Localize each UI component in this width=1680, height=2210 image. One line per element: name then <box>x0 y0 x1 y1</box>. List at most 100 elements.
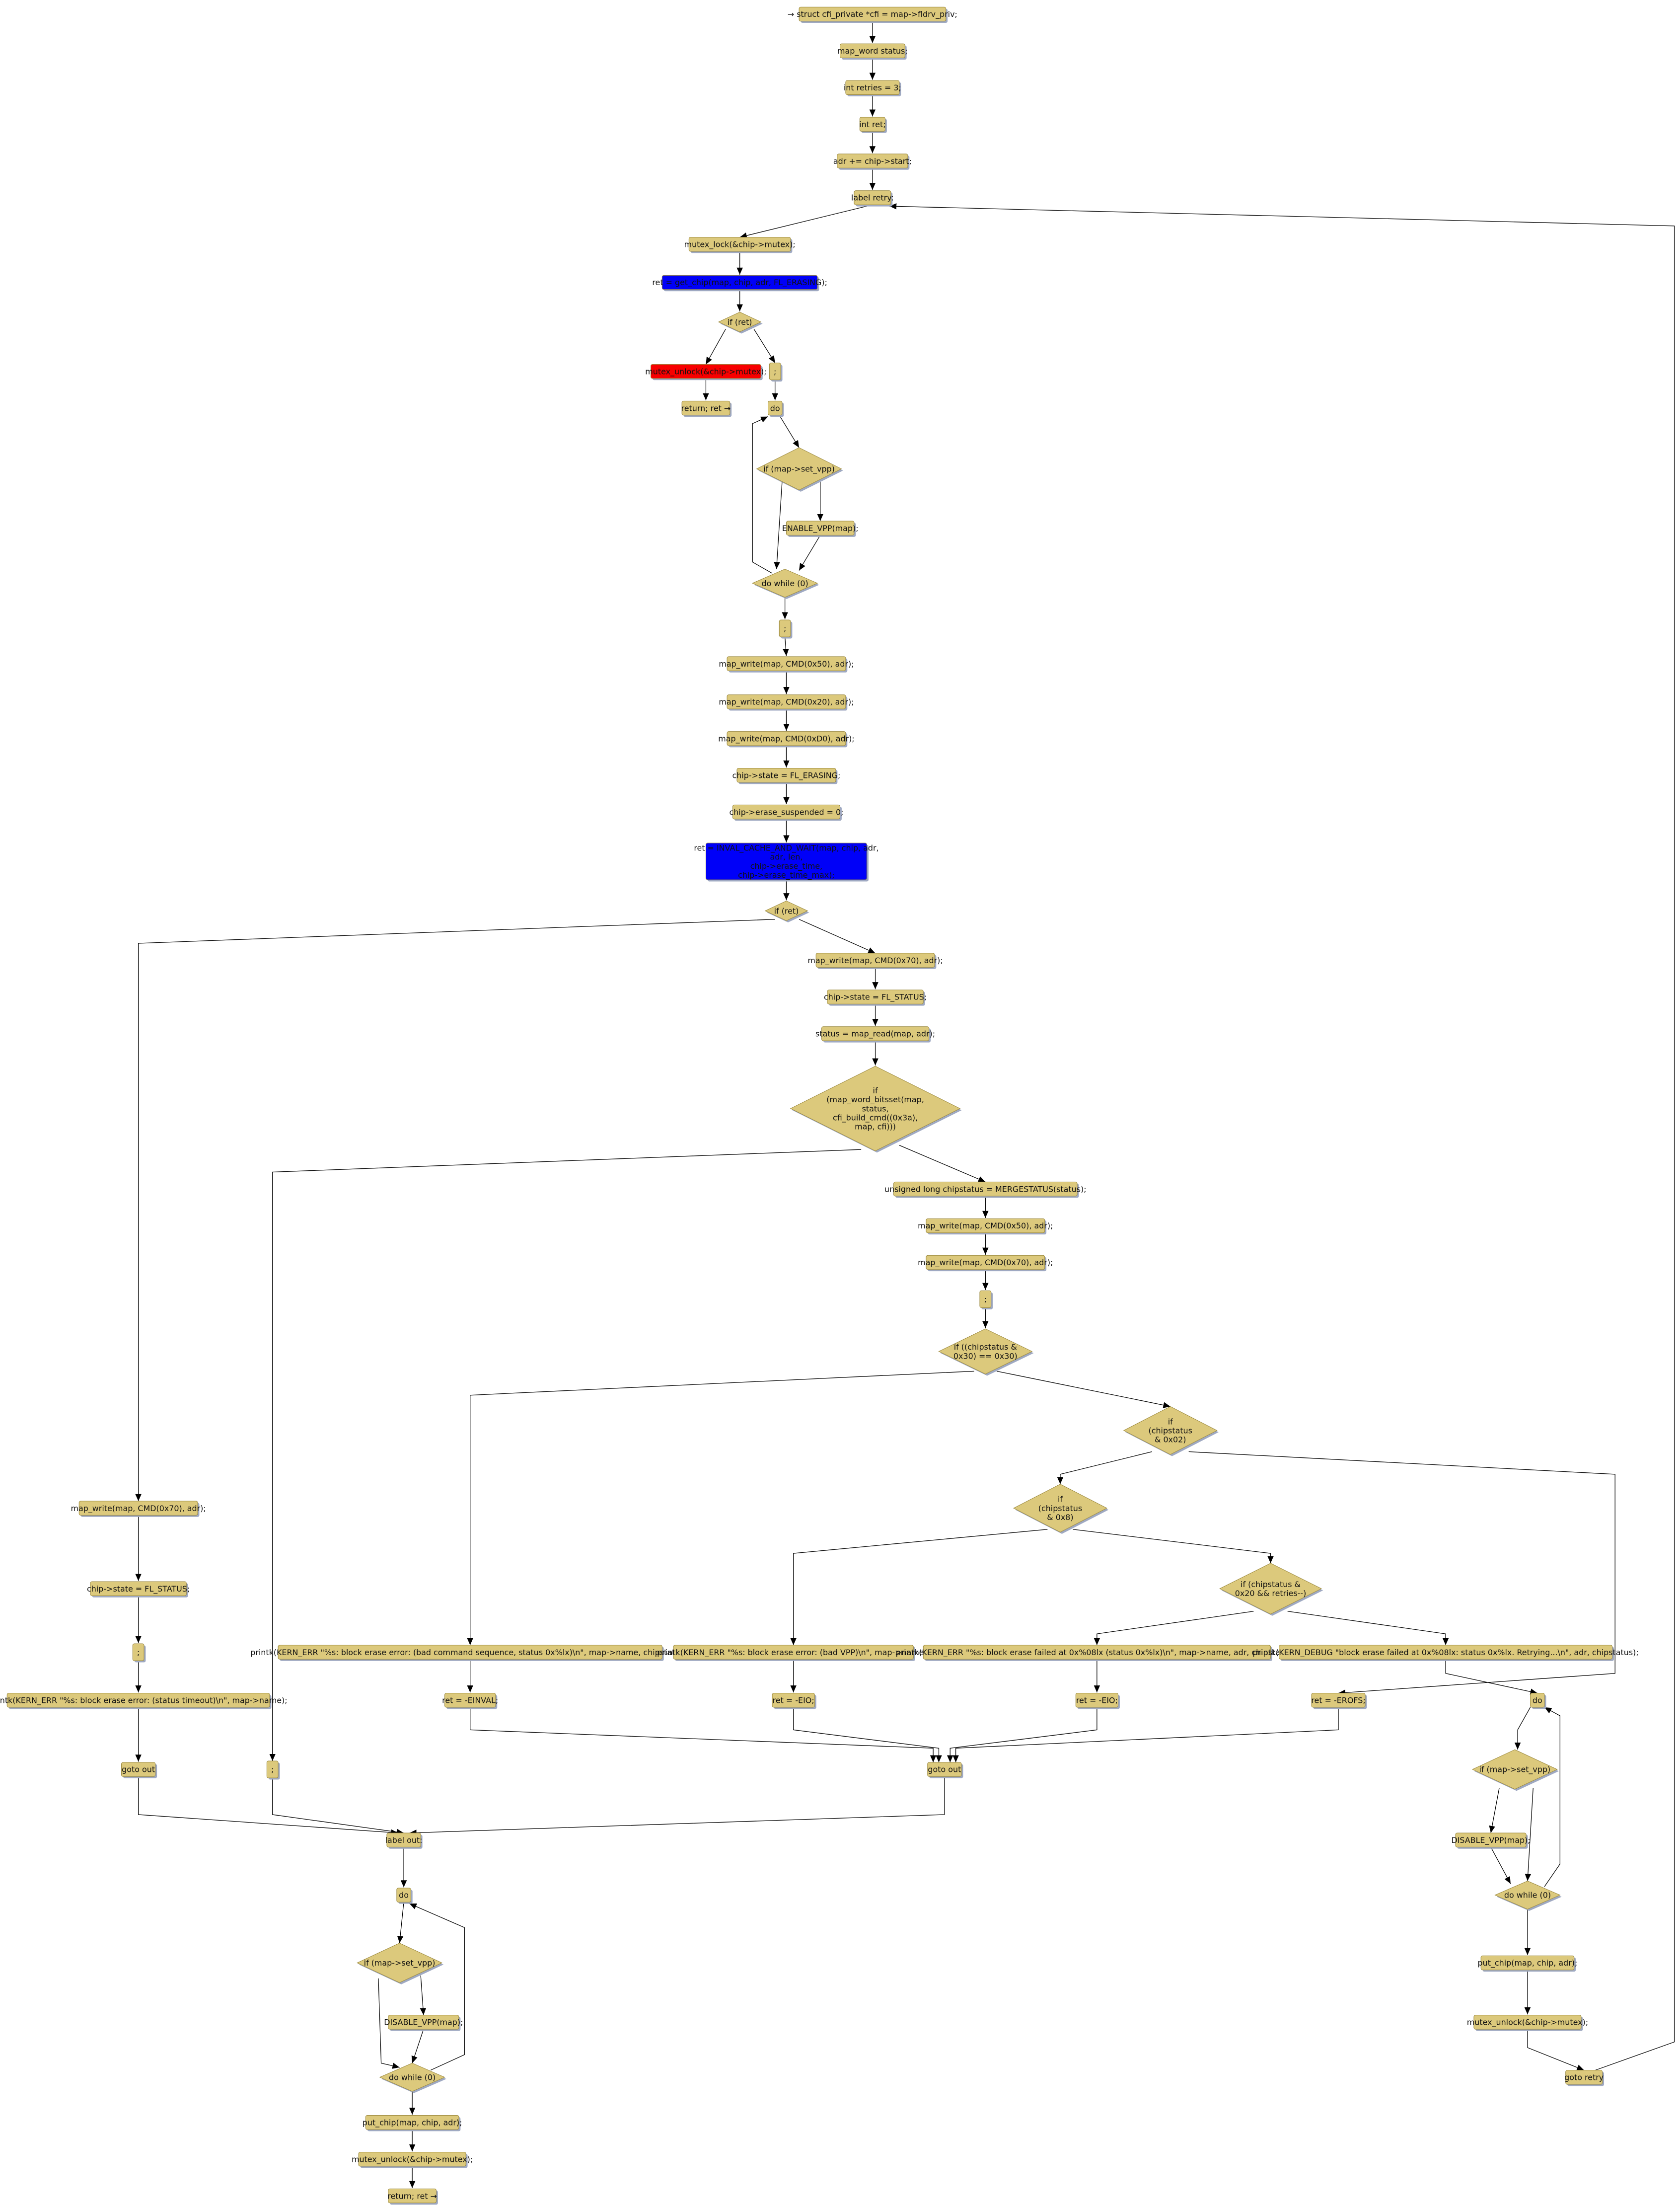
flow-edge <box>705 329 726 365</box>
node-label: printk(KERN_ERR "%s: block erase error: … <box>0 1695 288 1705</box>
flow-edge <box>774 481 783 569</box>
node-label: mutex_lock(&chip->mutex); <box>684 239 796 249</box>
diamond-shape <box>756 447 842 491</box>
node-label: if (map->set_vpp) <box>364 1958 436 1968</box>
node-label: (chipstatus <box>1148 1426 1192 1435</box>
flow-edge <box>1489 1787 1500 1833</box>
flow-edge <box>1544 1707 1560 1887</box>
box-shape <box>132 1643 145 1661</box>
node-label: status, <box>862 1104 889 1113</box>
box-shape <box>786 521 855 535</box>
node-label: return; ret → <box>387 2191 437 2201</box>
box-shape <box>772 1693 815 1708</box>
node-label: int ret; <box>859 120 885 129</box>
flow-edge <box>1527 2029 1584 2071</box>
box-shape <box>1075 1693 1119 1708</box>
node-label: unsigned long chipstatus = MERGESTATUS(s… <box>884 1184 1087 1194</box>
box-shape <box>396 1888 411 1903</box>
node-label: status = map_read(map, adr); <box>815 1029 935 1039</box>
flow-edge <box>1073 1529 1274 1563</box>
statement-node-n29: printk(KERN_ERR "%s: block erase failed … <box>896 1645 1299 1661</box>
node-label: printk(KERN_ERR "%s: block erase error: … <box>657 1648 930 1658</box>
node-label: return; ret → <box>681 403 731 413</box>
box-shape <box>845 80 900 95</box>
node-label: mutex_unlock(&chip->mutex); <box>1467 2018 1588 2028</box>
flow-edge <box>790 1529 1048 1645</box>
node-label: map_write(map, CMD(0x50), adr); <box>918 1221 1053 1231</box>
node-label: map_write(map, CMD(0x50), adr); <box>719 659 854 669</box>
statement-node-n50: put_chip(map, chip, adr); <box>363 2115 462 2132</box>
node-label: ret = -EIO; <box>773 1695 814 1705</box>
box-shape <box>840 43 905 59</box>
node-label: chip->erase_suspended = 0; <box>729 807 843 817</box>
box-shape <box>736 767 836 783</box>
statement-node-n27: printk(KERN_ERR "%s: block erase error: … <box>250 1645 690 1661</box>
statement-node-n36: do <box>1530 1693 1546 1709</box>
box-shape <box>388 2188 437 2204</box>
node-label: DISABLE_VPP(map); <box>384 2018 463 2028</box>
node-label: & 0x02) <box>1155 1435 1186 1445</box>
box-shape <box>651 364 761 379</box>
flow-edge <box>952 1707 1339 1762</box>
statement-node-n46: ; <box>266 1760 280 1780</box>
node-label: & 0x8) <box>1047 1513 1073 1522</box>
node-label: (chipstatus <box>1038 1504 1082 1513</box>
statement-node-n42: chip->state = FL_STATUS; <box>87 1581 190 1598</box>
box-shape <box>358 2151 466 2167</box>
statement-node-n16: map_write(map, CMD(0xD0), adr); <box>718 731 855 748</box>
box-shape <box>927 1762 962 1777</box>
box-shape <box>926 1255 1045 1270</box>
decision-node-d2: do while (0) <box>751 569 819 599</box>
node-label: ENABLE_VPP(map); <box>782 524 859 533</box>
statement-node-n8: mutex_unlock(&chip->mutex); <box>645 364 767 381</box>
node-label: 0x20 && retries--) <box>1235 1589 1307 1598</box>
box-shape <box>727 656 846 671</box>
node-label: ; <box>984 1295 987 1304</box>
box-shape <box>727 731 846 746</box>
statement-node-n18: chip->erase_suspended = 0; <box>729 804 843 821</box>
edges <box>135 21 1675 2188</box>
diamond-shape <box>790 1066 961 1151</box>
statement-node-n44: printk(KERN_ERR "%s: block erase error: … <box>0 1693 288 1709</box>
node-label: goto out <box>122 1765 155 1774</box>
statement-node-n25: map_write(map, CMD(0x70), adr); <box>918 1255 1053 1272</box>
diamond-shape <box>1494 1881 1561 1910</box>
node-label: label retry: <box>851 193 894 203</box>
node-label: map_write(map, CMD(0x70), adr); <box>807 956 943 966</box>
node-label: printk(KERN_ERR "%s: block erase failed … <box>896 1648 1299 1658</box>
statement-node-n21: chip->state = FL_STATUS; <box>824 990 927 1006</box>
node-label: ret = -EROFS; <box>1311 1695 1365 1705</box>
decision-node-d5: if ((chipstatus &0x30) == 0x30) <box>938 1328 1034 1376</box>
box-shape <box>705 842 868 880</box>
node-label: if <box>873 1086 878 1095</box>
statement-node-n4: adr += chip->start; <box>833 153 912 170</box>
node-label: map_word status; <box>837 46 908 56</box>
statement-node-n33: ret = -EIO; <box>1075 1693 1120 1709</box>
statement-node-n45: goto out <box>121 1762 157 1778</box>
flow-edge <box>397 1902 404 1943</box>
statement-node-n5: label retry: <box>851 190 894 207</box>
box-shape <box>673 1645 914 1660</box>
node-label: 0x30) == 0x30) <box>953 1351 1018 1361</box>
box-shape <box>854 190 891 205</box>
node-label: ret = get_chip(map, chip, adr, FL_ERASIN… <box>652 278 827 288</box>
node-label: adr, len, <box>770 852 803 862</box>
statement-node-n19: ret = INVAL_CACHE_AND_WAIT(map, chip, ad… <box>694 842 879 882</box>
statement-node-n17: chip->state = FL_ERASING; <box>732 767 840 784</box>
node-label: mutex_unlock(&chip->mutex); <box>352 2154 473 2164</box>
box-shape <box>688 237 791 252</box>
decision-node-d9: if (map->set_vpp) <box>1471 1749 1559 1791</box>
statement-node-n26: ; <box>979 1290 993 1309</box>
node-label: ; <box>774 367 776 376</box>
box-shape <box>815 953 935 968</box>
decision-node-d11: if (map->set_vpp) <box>357 1943 444 1984</box>
statement-node-n30: printk(KERN_DEBUG "block erase failed at… <box>1252 1645 1639 1661</box>
node-label: do <box>399 1891 409 1900</box>
node-label: map_write(map, CMD(0x20), adr); <box>719 697 854 707</box>
flow-edge <box>753 329 776 363</box>
box-shape <box>444 1693 496 1708</box>
node-label: map, cfi))) <box>855 1122 896 1132</box>
box-shape <box>661 275 818 290</box>
statement-node-n13: ; <box>779 619 793 639</box>
decision-node-d3: if (ret) <box>764 901 809 922</box>
